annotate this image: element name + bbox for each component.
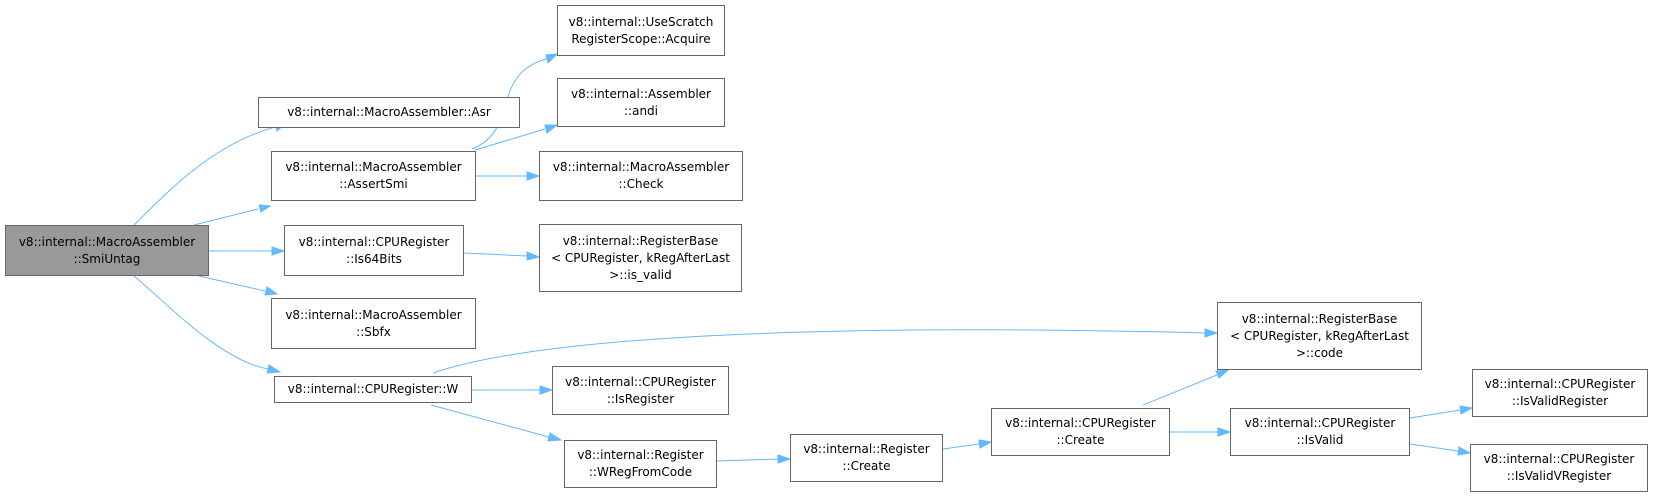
arrowhead-assertsmi-acquire [545, 53, 559, 64]
node-acquire[interactable]: v8::internal::UseScratch RegisterScope::… [557, 5, 725, 56]
arrowhead-smiuntag-w [266, 364, 282, 374]
node-isvalid[interactable]: v8::internal::CPURegister ::IsValid [1230, 408, 1410, 456]
node-label-line: v8::internal::MacroAssembler [285, 307, 462, 322]
node-sbfx[interactable]: v8::internal::MacroAssembler ::Sbfx [271, 298, 476, 349]
node-label-line: RegisterScope::Acquire [571, 31, 711, 46]
node-reg_create[interactable]: v8::internal::Register ::Create [790, 434, 943, 482]
node-label-line: ::Sbfx [356, 324, 391, 339]
arrowhead-cpu_create-isvalid [1217, 427, 1232, 437]
arrowhead-smiuntag-sbfx [264, 286, 279, 296]
node-label-line: ::WRegFromCode [588, 465, 693, 479]
node-label-line: v8::internal::MacroAssembler [552, 160, 730, 174]
arrowhead-reg_create-cpu_create [978, 439, 993, 449]
edge-smiuntag-assertsmi [193, 208, 259, 226]
node-label-line: < CPURegister, kRegAfterLast [1230, 328, 1409, 343]
node-label-line: ::IsValidRegister [1511, 394, 1609, 408]
arrowhead-w-code [1204, 328, 1219, 338]
node-is_valid[interactable]: v8::internal::RegisterBase < CPURegister… [539, 224, 742, 292]
node-label-line: v8::internal::UseScratch [568, 14, 714, 29]
node-label-line: v8::internal::CPURegister [1005, 416, 1156, 430]
node-label-line: ::IsValidVRegister [1506, 469, 1612, 483]
node-is64bits[interactable]: v8::internal::CPURegister ::Is64Bits [284, 225, 464, 276]
arrowhead-isvalid-isvalidregister [1459, 405, 1474, 415]
node-label-line: v8::internal::RegisterBase [562, 233, 719, 248]
arrowhead-assertsmi-andi [544, 124, 559, 134]
node-label-line: v8::internal::MacroAssembler [18, 234, 196, 249]
arrowhead-smiuntag-assertsmi [258, 204, 272, 213]
edge-wregfromcode-reg_create [716, 458, 779, 462]
arrowhead-w-wregfromcode [547, 432, 563, 442]
edge-is64bits-is_valid [463, 252, 528, 257]
node-label-line: v8::internal::CPURegister::W [287, 382, 459, 396]
node-label-line: v8::internal::RegisterBase [1241, 311, 1398, 326]
edge-reg_create-cpu_create [942, 443, 980, 450]
edge-w-wregfromcode [430, 404, 550, 438]
node-assertsmi[interactable]: v8::internal::MacroAssembler ::AssertSmi [271, 151, 476, 201]
node-label-line: v8::internal::CPURegister [1244, 416, 1396, 430]
edge-cpu_create-code [1142, 374, 1218, 406]
node-isregister[interactable]: v8::internal::CPURegister ::IsRegister [552, 366, 729, 415]
arrowhead-smiuntag-is64bits [271, 246, 286, 256]
arrowhead-assertsmi-check [526, 171, 541, 181]
node-label-line: v8::internal::Register [577, 448, 704, 462]
edge-isvalid-isvalidregister [1409, 409, 1461, 419]
node-label-line: ::SmiUntag [73, 251, 141, 266]
node-andi[interactable]: v8::internal::Assembler ::andi [557, 78, 725, 127]
edge-smiuntag-w [133, 275, 269, 370]
node-label-line: ::Is64Bits [346, 251, 402, 266]
node-label-line: v8::internal::Assembler [570, 86, 711, 101]
node-label-line: ::IsRegister [606, 391, 675, 406]
node-w[interactable]: v8::internal::CPURegister::W [274, 376, 472, 403]
node-label-line: ::AssertSmi [339, 177, 408, 191]
node-label-line: v8::internal::MacroAssembler::Asr [287, 105, 491, 119]
node-label-line: < CPURegister, kRegAfterLast [551, 250, 730, 265]
arrowhead-is64bits-is_valid [526, 251, 541, 261]
arrowhead-wregfromcode-reg_create [777, 454, 792, 464]
node-label-line: v8::internal::CPURegister [565, 374, 716, 389]
node-cpu_create[interactable]: v8::internal::CPURegister ::Create [991, 408, 1170, 456]
node-label-line: v8::internal::Register [803, 442, 930, 456]
node-asr[interactable]: v8::internal::MacroAssembler::Asr [258, 97, 520, 128]
arrowhead-isvalid-isvalidvregister [1457, 446, 1472, 456]
node-label-line: v8::internal::CPURegister [1484, 377, 1636, 391]
node-label-line: >::code [1295, 345, 1344, 360]
edge-isvalid-isvalidvregister [1409, 443, 1459, 452]
arrowhead-w-isregister [539, 385, 554, 395]
edge-smiuntag-sbfx [198, 275, 266, 292]
edge-smiuntag-asr [133, 126, 276, 226]
node-label-line: ::Check [618, 177, 664, 191]
node-isvalidregister[interactable]: v8::internal::CPURegister ::IsValidRegis… [1472, 369, 1648, 417]
node-label-line: v8::internal::CPURegister [1483, 452, 1635, 466]
edge-assertsmi-andi [474, 128, 546, 151]
node-label-line: v8::internal::MacroAssembler [285, 160, 462, 174]
node-label-line: ::Create [842, 459, 891, 473]
arrowhead-cpu_create-code [1215, 369, 1230, 379]
node-label-line: ::IsValid [1296, 433, 1344, 447]
node-check[interactable]: v8::internal::MacroAssembler ::Check [539, 151, 743, 201]
node-isvalidvregister[interactable]: v8::internal::CPURegister ::IsValidVRegi… [1470, 444, 1648, 492]
node-smiuntag[interactable]: v8::internal::MacroAssembler ::SmiUntag [5, 225, 209, 276]
node-label-line: ::Create [1056, 433, 1105, 447]
node-wregfromcode[interactable]: v8::internal::Register ::WRegFromCode [564, 440, 717, 488]
node-label-line: >::is_valid [609, 267, 672, 282]
node-code[interactable]: v8::internal::RegisterBase < CPURegister… [1217, 302, 1422, 370]
edge-w-code [432, 329, 1206, 374]
node-label-line: ::andi [624, 103, 658, 118]
node-label-line: v8::internal::CPURegister [298, 234, 450, 249]
